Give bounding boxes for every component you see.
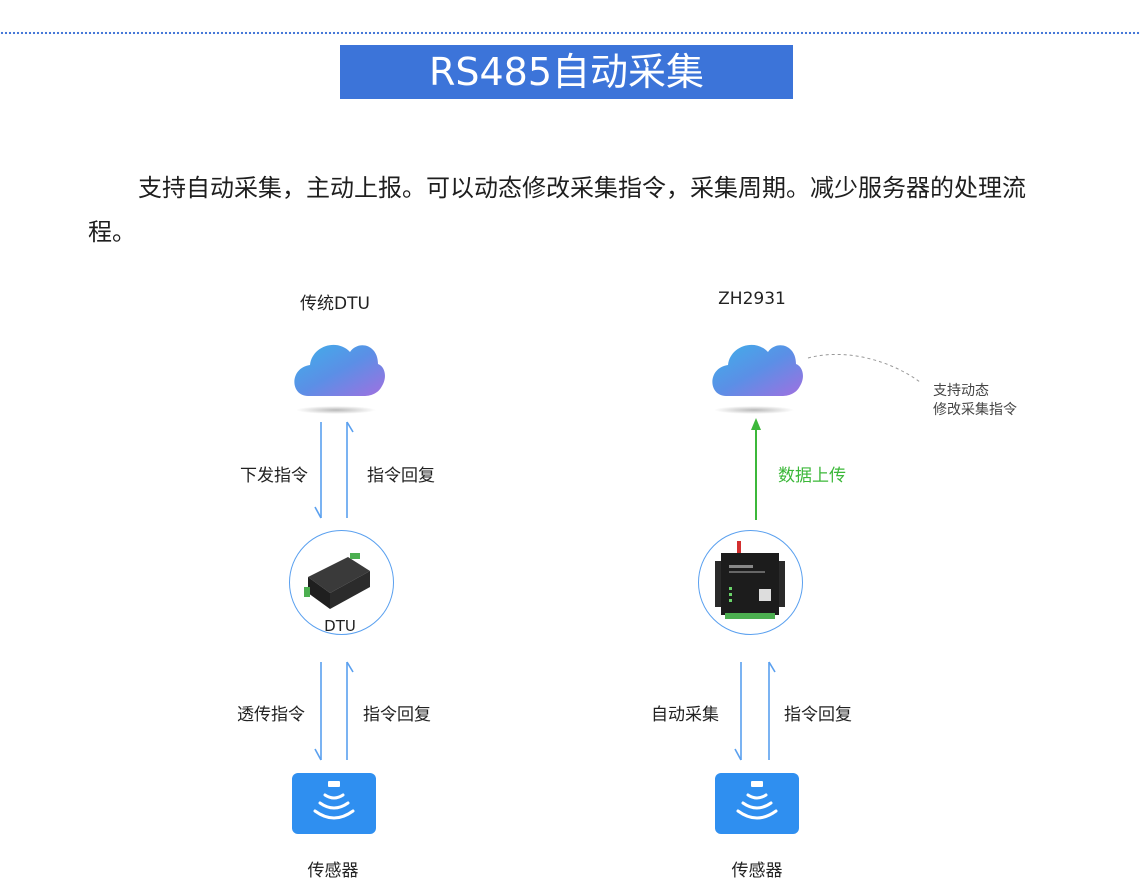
label-up-reply-2: 指令回复 xyxy=(363,705,431,725)
right-heading: ZH2931 xyxy=(718,289,786,309)
dtu-device-node: DTU xyxy=(289,530,394,635)
label-auto-collect: 自动采集 xyxy=(651,705,719,725)
arrow-up-reply-2 xyxy=(346,661,354,760)
zh2931-device-icon xyxy=(715,541,785,619)
cloud-icon xyxy=(712,344,803,414)
right-sensor-label: 传感器 xyxy=(731,861,783,881)
left-heading: 传统DTU xyxy=(300,294,370,314)
label-up-reply-3: 指令回复 xyxy=(784,705,852,725)
arrow-up-reply xyxy=(346,421,354,518)
intro-paragraph: 支持自动采集，主动上报。可以动态修改采集指令，采集周期。减少服务器的处理流程。 xyxy=(88,174,1026,246)
note-line-2: 修改采集指令 xyxy=(933,402,1017,418)
dtu-device-icon xyxy=(304,553,370,609)
zh2931-device-node xyxy=(698,530,803,635)
arrow-down-auto-collect xyxy=(734,662,742,761)
arrow-down-passthrough xyxy=(314,662,322,761)
label-down-command: 下发指令 xyxy=(240,466,308,486)
label-up-reply: 指令回复 xyxy=(367,466,435,486)
label-data-upload: 数据上传 xyxy=(778,466,846,486)
sensor-icon xyxy=(715,773,799,834)
dtu-device-label: DTU xyxy=(324,617,356,635)
arrow-down-command xyxy=(314,422,322,519)
note-leader-line xyxy=(807,353,921,383)
note-line-1: 支持动态 xyxy=(933,383,989,399)
sensor-icon xyxy=(292,773,376,834)
dynamic-command-note: 支持动态 修改采集指令 xyxy=(933,382,1017,420)
arrow-up-data-upload xyxy=(751,418,761,520)
left-sensor-label: 传感器 xyxy=(307,861,359,881)
dotted-top-rule xyxy=(0,31,1140,35)
cloud-icon xyxy=(294,344,385,414)
sensor-waves-icon xyxy=(313,781,355,820)
arrow-up-reply-3 xyxy=(768,661,776,760)
page-title: RS485自动采集 xyxy=(340,45,793,99)
label-passthrough: 透传指令 xyxy=(237,705,305,725)
sensor-waves-icon xyxy=(736,781,778,820)
